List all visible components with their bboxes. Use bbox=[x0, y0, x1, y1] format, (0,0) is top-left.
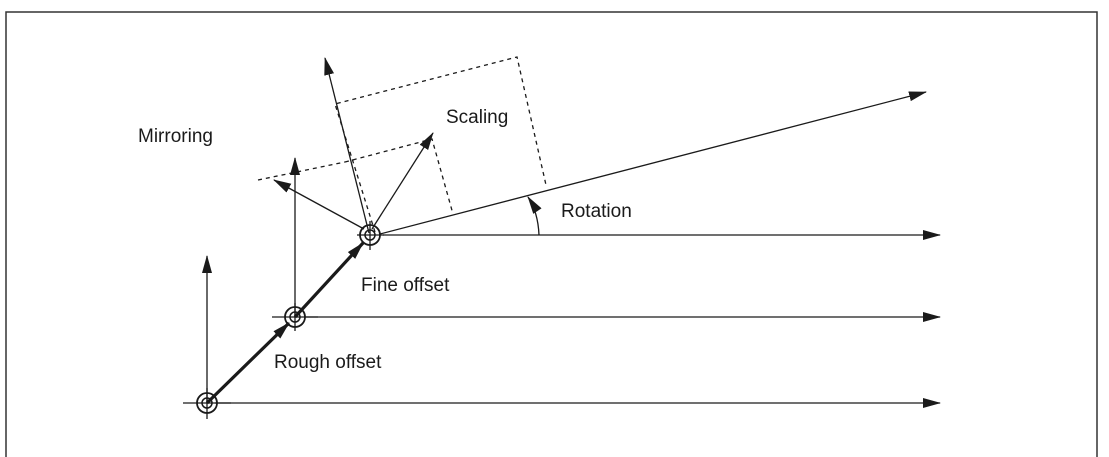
rough-origin-marker-outer bbox=[284, 306, 306, 328]
rotation-label: Rotation bbox=[561, 201, 632, 222]
base-origin-marker-outer bbox=[196, 392, 218, 414]
outer-frame bbox=[5, 11, 1098, 457]
dashed-construction-lines bbox=[257, 56, 547, 233]
fine-offset-arrow bbox=[293, 241, 365, 319]
rough-offset-arrow bbox=[205, 321, 291, 405]
scaled-vector-arrow bbox=[371, 132, 434, 230]
base-origin-marker-inner bbox=[201, 397, 213, 409]
scaling-outer-rectangle bbox=[334, 56, 547, 233]
rotated-y-axis bbox=[324, 57, 370, 234]
scaling-inner-rectangle bbox=[344, 138, 454, 215]
rotated-x-axis bbox=[379, 91, 927, 235]
rough-offset-label: Rough offset bbox=[274, 352, 382, 373]
mirrored-axis-arrow bbox=[273, 179, 365, 230]
mirroring-dashed-line bbox=[257, 161, 346, 181]
mirroring-label: Mirroring bbox=[138, 126, 213, 147]
fine-origin-marker-outer bbox=[359, 224, 381, 246]
fine-offset-label: Fine offset bbox=[361, 275, 450, 296]
fine-offset-frame bbox=[273, 57, 941, 250]
rotation-angle-arc bbox=[527, 196, 542, 236]
scaling-label: Scaling bbox=[446, 107, 508, 128]
rough-origin-marker-inner bbox=[289, 311, 301, 323]
fine-origin-marker-inner bbox=[364, 229, 376, 241]
base-frame bbox=[183, 255, 941, 419]
